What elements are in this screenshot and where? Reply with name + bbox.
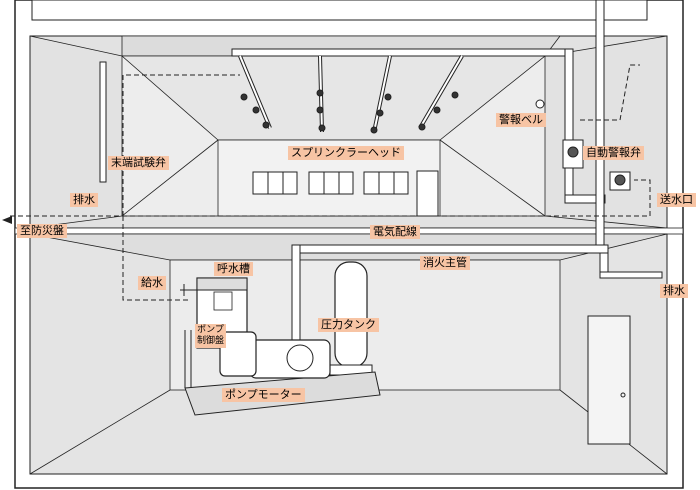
priming-tank-label: 呼水槽	[214, 262, 253, 276]
water-supply-label: 給水	[138, 276, 166, 290]
window	[308, 171, 354, 195]
window	[252, 171, 298, 195]
siamese-connection-label: 送水口	[657, 193, 696, 207]
pressure-tank-label: 圧力タンク	[318, 318, 379, 332]
pump-room-door	[587, 315, 631, 445]
sprinkler-head-label: スプリンクラーヘッド	[288, 146, 404, 160]
drain-left-label: 排水	[70, 193, 98, 207]
electrical-wiring-lines	[10, 64, 651, 301]
floor-slab	[14, 227, 684, 235]
alarm-bell-icon	[535, 99, 545, 109]
pump-motor-label: ポンプモーター	[222, 388, 305, 402]
upper-floor-slab	[31, 0, 648, 21]
to-disaster-center-label: 至防災盤	[17, 224, 67, 238]
electrical-wiring-label: 電気配線	[370, 225, 420, 239]
pump-control-panel-label: ポンプ 制御盤	[195, 324, 227, 348]
pump-control-panel-line1: ポンプ	[197, 325, 224, 335]
drain-right-label: 排水	[660, 284, 688, 298]
fire-main-label: 消火主管	[420, 256, 470, 270]
water-supply-pipe	[180, 284, 198, 388]
end-test-valve-label: 末端試験弁	[108, 156, 169, 170]
window	[363, 171, 409, 195]
arrow-left-icon	[2, 216, 12, 224]
automatic-alarm-valve-label: 自動警報弁	[583, 146, 644, 160]
sprinkler-heads	[240, 89, 459, 134]
alarm-valve-assembly	[562, 139, 631, 191]
door	[416, 170, 439, 217]
pump-control-panel-line2: 制御盤	[197, 336, 225, 346]
alarm-bell-label: 警報ベル	[496, 113, 546, 127]
